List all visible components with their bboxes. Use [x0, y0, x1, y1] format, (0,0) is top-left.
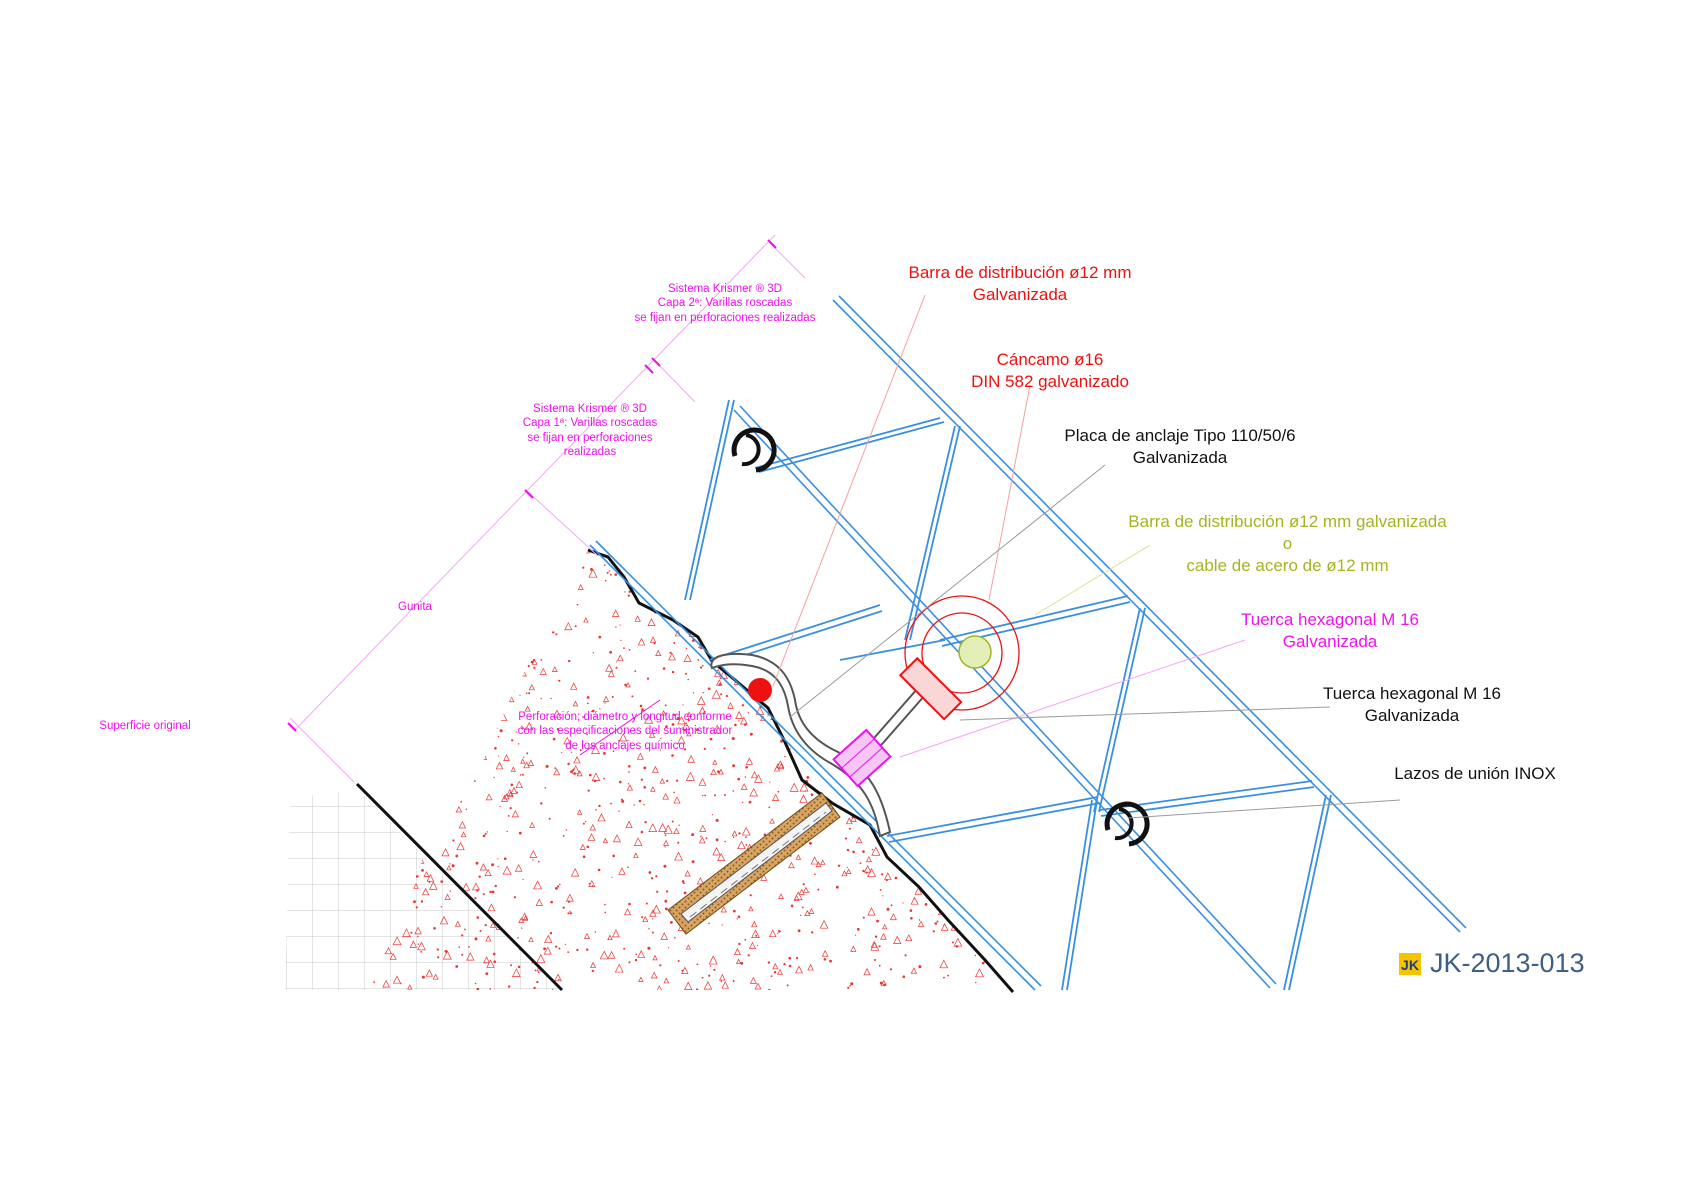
dimension-ticks — [287, 239, 777, 732]
label-line: o — [1282, 534, 1293, 554]
label-lazos: Lazos de unión INOX — [1375, 763, 1575, 785]
label-line: con las especificaciones del suministrad… — [517, 725, 733, 738]
label-line: Galvanizada — [972, 285, 1068, 305]
dimension-lines — [289, 234, 806, 783]
label-krismer-capa1: Sistema Krismer ® 3D Capa 1ª: Varillas r… — [500, 402, 680, 460]
gunite-surface-line — [587, 548, 1015, 993]
original-surface-line — [355, 782, 564, 992]
label-line: se fijan en perforaciones — [527, 431, 653, 444]
label-superficie-original: Superficie original — [99, 720, 191, 732]
label-line: DIN 582 galvanizado — [971, 372, 1129, 392]
eyebolt — [898, 595, 1020, 721]
label-line: Sistema Krismer ® 3D — [533, 403, 647, 415]
label-line: cable de acero de ø12 mm — [1186, 556, 1389, 576]
label-line: Tuerca hexagonal M 16 — [1323, 684, 1501, 703]
rock-grid — [285, 790, 560, 990]
label-line: Perforación; diámetro y longitud conform… — [518, 711, 732, 723]
label-placa-anclaje: Placa de anclaje Tipo 110/50/6 Galvaniza… — [1050, 425, 1310, 469]
label-line: realizadas — [563, 446, 617, 459]
label-line: Cáncamo ø16 — [996, 350, 1104, 369]
mesh-layer-1 — [589, 405, 1277, 991]
binding-loop-1 — [731, 427, 777, 473]
label-line: Sistema Krismer ® 3D — [668, 283, 782, 295]
label-line: Capa 2ª: Varillas roscadas — [657, 297, 793, 310]
label-line: Barra de distribución ø12 mm — [908, 263, 1132, 282]
label-line: Placa de anclaje Tipo 110/50/6 — [1064, 426, 1296, 445]
label-line: Tuerca hexagonal M 16 — [1241, 610, 1419, 629]
label-cancamo: Cáncamo ø16 DIN 582 galvanizado — [960, 349, 1140, 393]
drawing-code: JK-2013-013 — [1430, 948, 1585, 978]
distribution-bar-section — [748, 678, 772, 702]
label-line: Capa 1ª: Varillas roscadas — [522, 417, 658, 430]
label-barra-o-cable: Barra de distribución ø12 mm galvanizada… — [1115, 511, 1460, 577]
label-line: Lazos de unión INOX — [1394, 764, 1556, 783]
label-tuerca-magenta: Tuerca hexagonal M 16 Galvanizada — [1225, 609, 1435, 653]
label-krismer-capa2: Sistema Krismer ® 3D Capa 2ª: Varillas r… — [610, 282, 840, 325]
label-line: Galvanizada — [1132, 448, 1228, 468]
label-line: de los anclajes químico — [565, 739, 685, 752]
label-line: se fijan en perforaciones realizadas — [634, 311, 816, 324]
label-barra-distribucion: Barra de distribución ø12 mm Galvanizada — [900, 262, 1140, 306]
hex-nut-magenta — [832, 728, 892, 788]
anchor-hole — [667, 792, 841, 935]
logo-text: JK — [1401, 957, 1419, 973]
label-line: Galvanizada — [1364, 706, 1460, 726]
label-tuerca-black: Tuerca hexagonal M 16 Galvanizada — [1307, 683, 1517, 727]
leader-lines — [772, 294, 1401, 819]
company-logo: JK — [1399, 953, 1421, 975]
mesh-layer-2 — [832, 295, 1467, 933]
label-line: Galvanizada — [1282, 632, 1378, 652]
label-gunita: Gunita — [398, 601, 432, 613]
label-line: Barra de distribución ø12 mm galvanizada — [1128, 512, 1447, 531]
binding-loop-2 — [1104, 801, 1150, 847]
label-perforacion: Perforación; diámetro y longitud conform… — [505, 710, 745, 753]
